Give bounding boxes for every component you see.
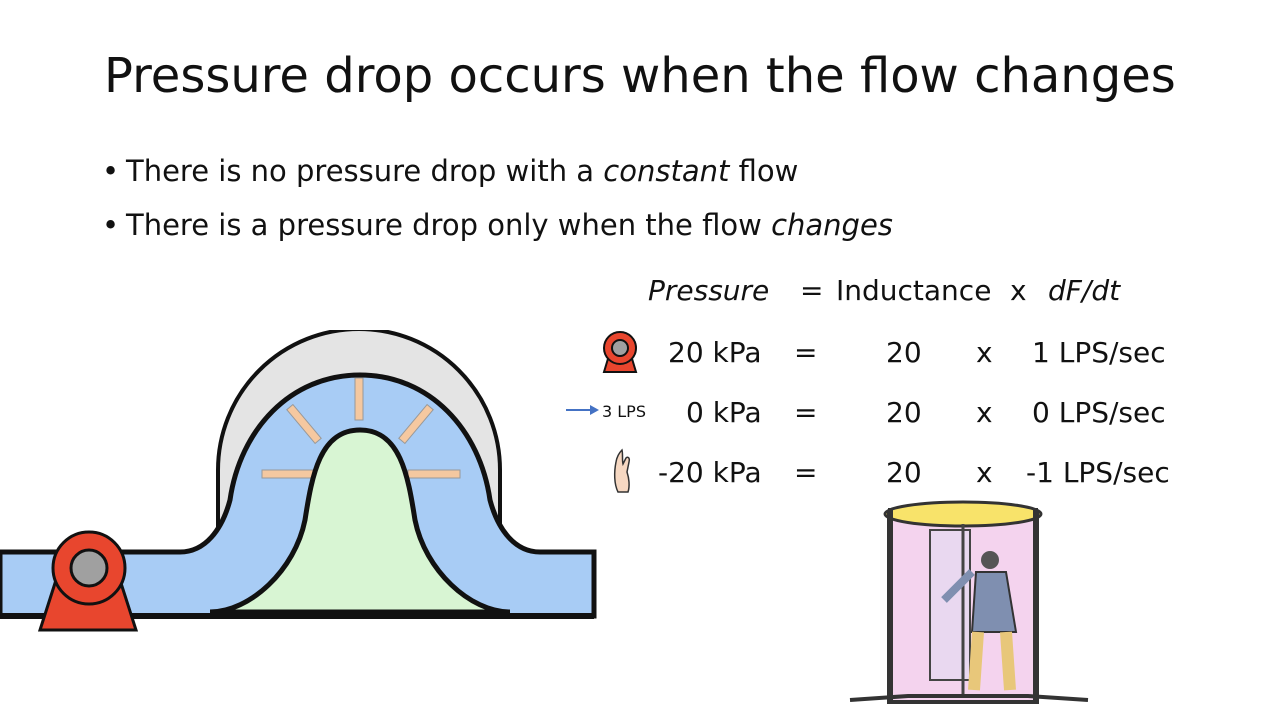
header-pressure: Pressure: [648, 274, 770, 307]
bullet-item: •There is a pressure drop only when the …: [102, 208, 893, 262]
pump-hub: [69, 548, 109, 588]
hand-icon: [613, 448, 630, 493]
pump-icon: [602, 331, 638, 373]
row2-times: x: [976, 396, 993, 429]
bullet-text-emphasis: changes: [771, 208, 893, 242]
bullet-text-emphasis: constant: [603, 154, 730, 188]
bullet-list: •There is no pressure drop with a consta…: [102, 154, 893, 262]
row2-pressure: 0 kPa: [686, 396, 762, 429]
slide-title: Pressure drop occurs when the flow chang…: [104, 48, 1176, 104]
row3-equals: =: [794, 456, 818, 489]
row1-equals: =: [794, 336, 818, 369]
row2-inductance: 20: [886, 396, 922, 429]
header-times: x: [1010, 274, 1027, 307]
bullet-dot: •: [102, 208, 120, 242]
paddles: [261, 377, 461, 479]
row3-times: x: [976, 456, 993, 489]
arrow-icon: [566, 405, 599, 415]
row1-inductance: 20: [886, 336, 922, 369]
header-rate: dF/dt: [1048, 274, 1121, 307]
row2-rate: 0 LPS/sec: [1032, 396, 1166, 429]
row2-equals: =: [794, 396, 818, 429]
row3-rate: -1 LPS/sec: [1026, 456, 1170, 489]
row1-pressure: 20 kPa: [668, 336, 762, 369]
header-equals: =: [800, 274, 824, 307]
revolving-door-illustration: [849, 500, 1089, 704]
row1-times: x: [976, 336, 993, 369]
row2-flow-label: 3 LPS: [602, 402, 646, 421]
bullet-text-pre: There is a pressure drop only when the f…: [126, 208, 772, 242]
bullet-item: •There is no pressure drop with a consta…: [102, 154, 893, 208]
center-mound: [209, 427, 511, 615]
bullet-text-pre: There is no pressure drop with a: [126, 154, 604, 188]
pipe-paddle-wheel-diagram: [0, 330, 597, 632]
header-inductance: Inductance: [836, 274, 992, 307]
pipe-water: [0, 372, 597, 619]
bullet-text-post: flow: [729, 154, 799, 188]
row3-inductance: 20: [886, 456, 922, 489]
row3-pressure: -20 kPa: [658, 456, 762, 489]
row1-rate: 1 LPS/sec: [1032, 336, 1166, 369]
bullet-dot: •: [102, 154, 120, 188]
